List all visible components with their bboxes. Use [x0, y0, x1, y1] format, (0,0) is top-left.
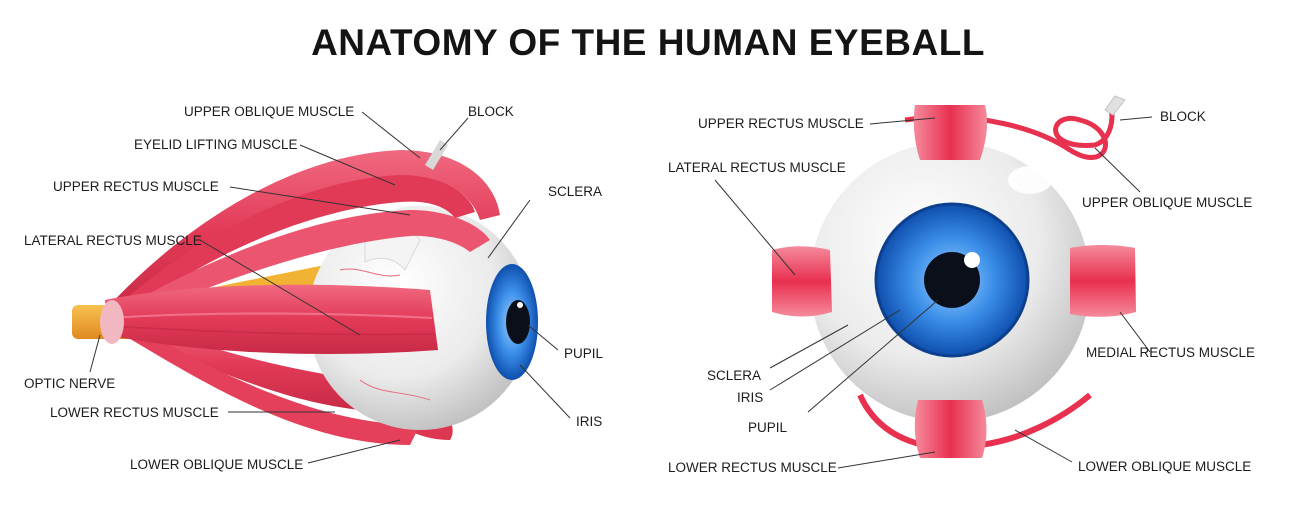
upper-oblique-muscle-shape	[110, 150, 500, 315]
front-label-iris: IRIS	[737, 390, 764, 405]
front-label-upper-oblique-muscle: UPPER OBLIQUE MUSCLE	[1082, 195, 1253, 210]
side-label-lower-oblique-muscle: LOWER OBLIQUE MUSCLE	[130, 457, 304, 472]
side-label-upper-oblique-muscle: UPPER OBLIQUE MUSCLE	[184, 104, 355, 119]
side-label-iris: IRIS	[576, 414, 603, 429]
side-label-pupil: PUPIL	[564, 346, 604, 361]
side-label-upper-rectus-muscle: UPPER RECTUS MUSCLE	[53, 179, 219, 194]
page-title: ANATOMY OF THE HUMAN EYEBALL	[311, 22, 985, 63]
side-label-optic-nerve: OPTIC NERVE	[24, 376, 116, 391]
front-lateral-rectus-muscle-shape	[772, 246, 832, 317]
front-label-medial-rectus-muscle: MEDIAL RECTUS MUSCLE	[1086, 345, 1256, 360]
front-label-sclera: SCLERA	[707, 368, 762, 383]
side-label-eyelid-lifting-muscle: EYELID LIFTING MUSCLE	[134, 137, 298, 152]
front-lower-rectus-muscle-shape	[914, 400, 987, 458]
front-upper-oblique-muscle-shape	[904, 104, 1115, 160]
front-label-lower-oblique-muscle: LOWER OBLIQUE MUSCLE	[1078, 459, 1252, 474]
side-leader-lines	[89, 111, 571, 464]
side-pupil	[506, 300, 530, 344]
upper-rectus-muscle-shape	[115, 210, 490, 322]
front-view-eye	[772, 95, 1136, 458]
side-label-sclera: SCLERA	[548, 184, 603, 199]
front-label-upper-rectus-muscle: UPPER RECTUS MUSCLE	[698, 116, 864, 131]
side-view-eye	[72, 140, 538, 445]
front-label-lower-rectus-muscle: LOWER RECTUS MUSCLE	[668, 460, 837, 475]
front-leader-lines	[714, 116, 1153, 469]
front-label-lateral-rectus-muscle: LATERAL RECTUS MUSCLE	[668, 160, 846, 175]
front-label-block: BLOCK	[1160, 109, 1206, 124]
lateral-rectus-muscle-shape	[105, 284, 438, 355]
eyelid-lifting-muscle-shape	[115, 175, 475, 318]
front-upper-rectus-muscle-shape	[913, 105, 988, 160]
side-label-lateral-rectus-muscle: LATERAL RECTUS MUSCLE	[24, 233, 202, 248]
front-label-pupil: PUPIL	[748, 420, 788, 435]
side-label-lower-rectus-muscle: LOWER RECTUS MUSCLE	[50, 405, 219, 420]
front-medial-rectus-muscle-shape	[1070, 245, 1136, 317]
side-label-block: BLOCK	[468, 104, 514, 119]
front-pupil	[924, 252, 980, 308]
